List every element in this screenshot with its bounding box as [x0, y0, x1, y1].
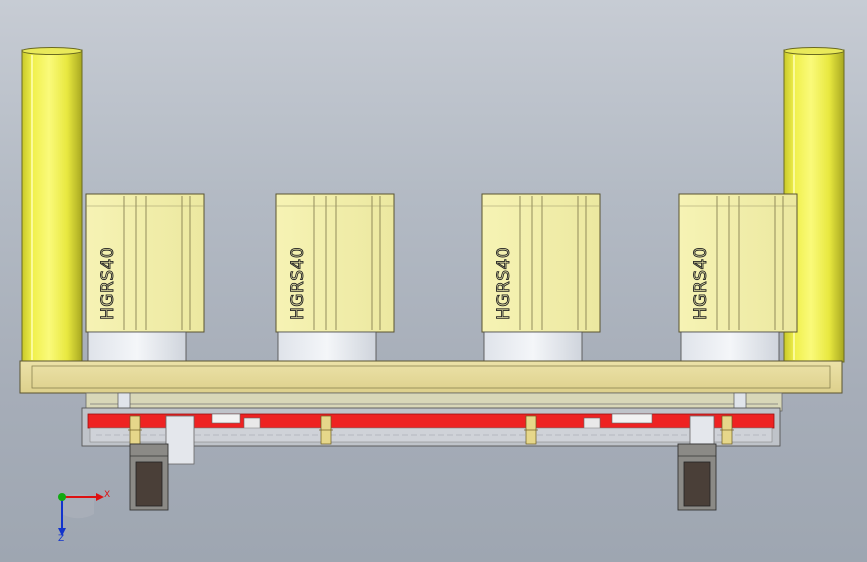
cylinder-4: HGRS40	[678, 193, 798, 362]
cylinder-3: HGRS40	[481, 193, 601, 362]
cylinder-base	[483, 331, 583, 362]
cylinder-base	[87, 331, 187, 362]
foot-right	[677, 443, 717, 511]
cylinder-model-label: HGRS40	[691, 247, 711, 320]
cylinder-base	[680, 331, 780, 362]
cylinder-base	[277, 331, 377, 362]
cylinder-1: HGRS40	[85, 193, 205, 362]
main-plate	[19, 360, 843, 394]
y-axis-dot	[58, 493, 66, 501]
x-axis-label: X	[104, 490, 110, 500]
z-axis-label: Z	[58, 534, 64, 544]
screws	[128, 415, 734, 445]
lower-assembly	[81, 392, 783, 465]
cylinder-model-label: HGRS40	[288, 247, 308, 320]
cylinder-model-label: HGRS40	[98, 247, 118, 320]
cylinder-model-label: HGRS40	[494, 247, 514, 320]
foot-left	[129, 443, 169, 511]
coordinate-triad[interactable]: X Z	[58, 490, 110, 544]
cylinder-2: HGRS40	[275, 193, 395, 362]
guide-post-left	[21, 47, 83, 363]
